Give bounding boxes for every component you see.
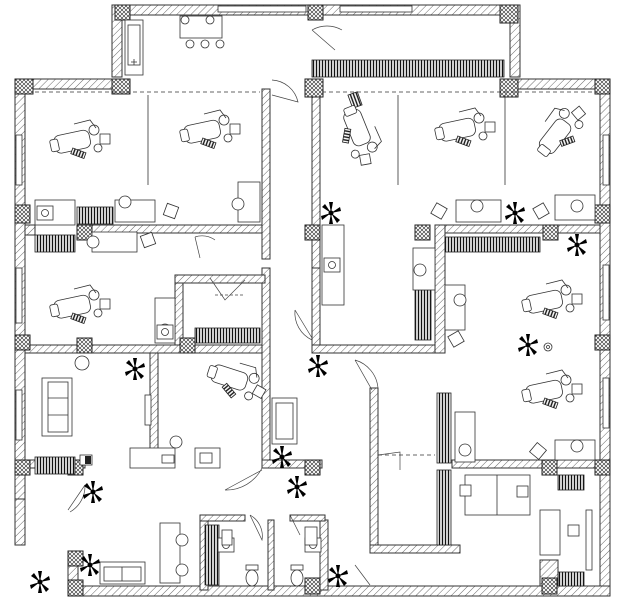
fixtures (79, 342, 553, 546)
interior-walls (24, 88, 603, 591)
windows (15, 5, 610, 571)
doors (67, 25, 401, 586)
stairs (34, 59, 585, 587)
chair-icon (39, 195, 584, 577)
cabinet-lines (35, 91, 598, 456)
annex-room (124, 15, 225, 76)
sofa-icon (41, 377, 298, 585)
